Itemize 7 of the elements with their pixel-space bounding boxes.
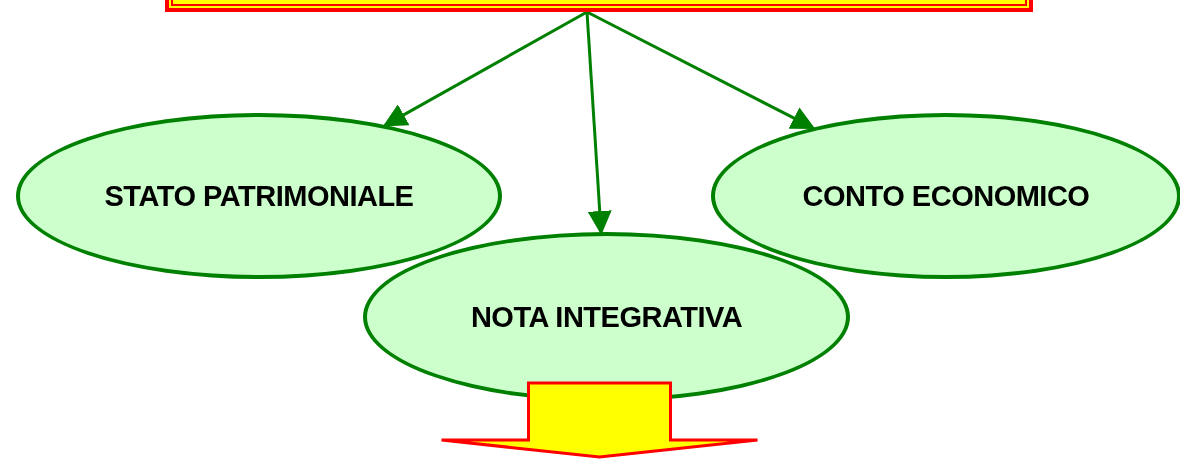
- arrow: [585, 11, 612, 235]
- arrow: [382, 10, 588, 127]
- node-label: STATO PATRIMONIALE: [104, 179, 414, 213]
- arrow: [586, 10, 816, 129]
- block-arrow: [440, 381, 759, 459]
- node-label: NOTA INTEGRATIVA: [470, 300, 743, 334]
- node-label: CONTO ECONOMICO: [802, 179, 1090, 213]
